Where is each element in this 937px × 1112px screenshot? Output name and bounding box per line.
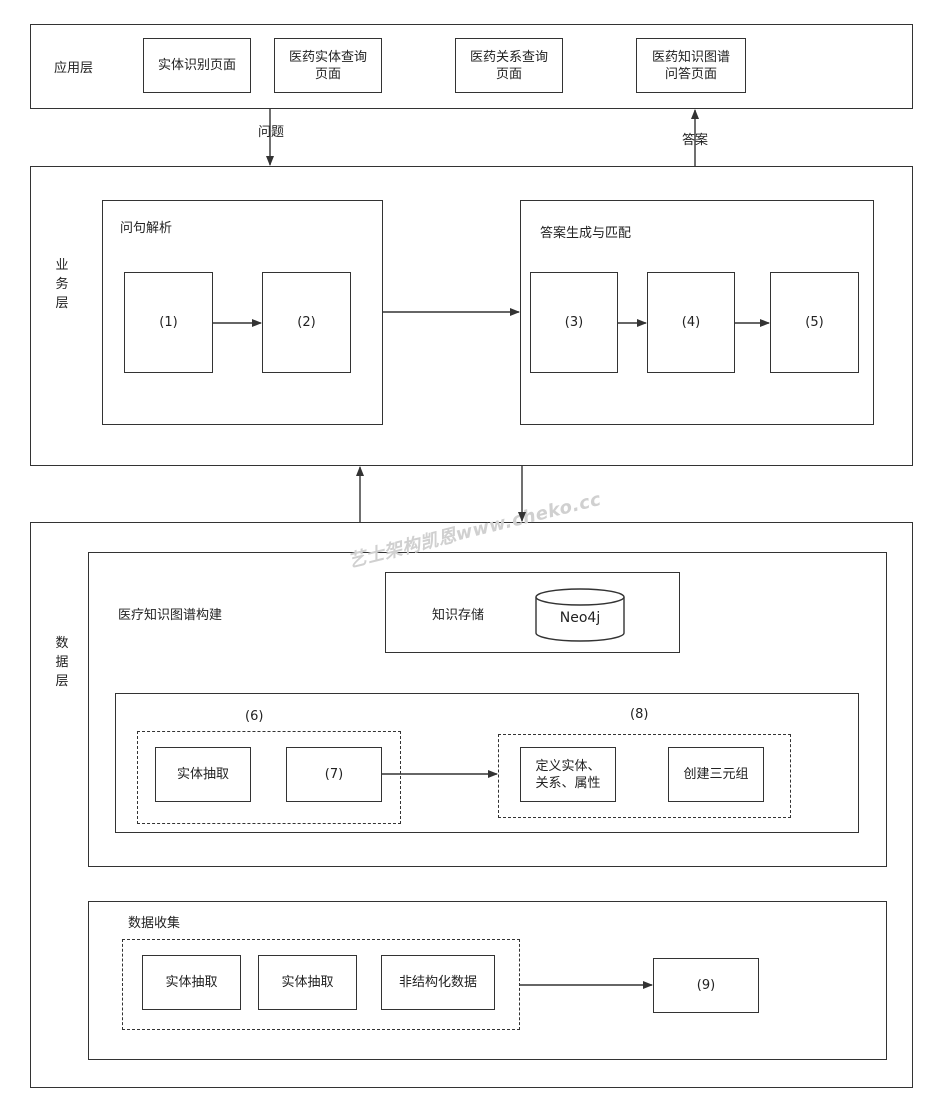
step-5[interactable]: (5) <box>770 272 859 373</box>
question-parse-title: 问句解析 <box>120 221 173 236</box>
group-6 <box>137 731 401 824</box>
answer-match-title: 答案生成与匹配 <box>540 226 632 241</box>
medical-entity-query-page[interactable]: 医药实体查询 页面 <box>274 38 382 93</box>
neo4j-label: Neo4j <box>559 610 601 626</box>
source-entity-extraction-2[interactable]: 实体抽取 <box>258 955 357 1010</box>
business-layer-title: 业 务 层 <box>55 258 69 311</box>
step-4[interactable]: (4) <box>647 272 735 373</box>
step-3[interactable]: (3) <box>530 272 618 373</box>
answer-edge-label: 答案 <box>682 132 709 149</box>
step-2[interactable]: (2) <box>262 272 351 373</box>
group-6-label: (6) <box>245 709 264 724</box>
application-layer-title: 应用层 <box>54 61 94 76</box>
data-collection-title: 数据收集 <box>128 916 181 931</box>
kg-build-title: 医疗知识图谱构建 <box>118 608 223 623</box>
entity-recognition-page[interactable]: 实体识别页面 <box>143 38 251 93</box>
knowledge-storage-box <box>385 572 680 653</box>
step-9[interactable]: (9) <box>653 958 759 1013</box>
unstructured-data-node[interactable]: 非结构化数据 <box>381 955 495 1010</box>
step-7[interactable]: (7) <box>286 747 382 802</box>
data-layer-title: 数 据 层 <box>55 636 69 689</box>
medical-kg-qa-page[interactable]: 医药知识图谱 问答页面 <box>636 38 746 93</box>
create-triples-node[interactable]: 创建三元组 <box>668 747 764 802</box>
group-8-label: (8) <box>630 707 649 722</box>
entity-extraction-node[interactable]: 实体抽取 <box>155 747 251 802</box>
source-entity-extraction-1[interactable]: 实体抽取 <box>142 955 241 1010</box>
define-entities-node[interactable]: 定义实体、 关系、属性 <box>520 747 616 802</box>
step-1[interactable]: (1) <box>124 272 213 373</box>
knowledge-storage-title: 知识存储 <box>432 608 485 623</box>
group-8 <box>498 734 791 818</box>
medical-relation-query-page[interactable]: 医药关系查询 页面 <box>455 38 563 93</box>
neo4j-database-icon[interactable] <box>534 587 626 643</box>
data-source-group <box>122 939 520 1030</box>
question-edge-label: 问题 <box>258 124 285 141</box>
